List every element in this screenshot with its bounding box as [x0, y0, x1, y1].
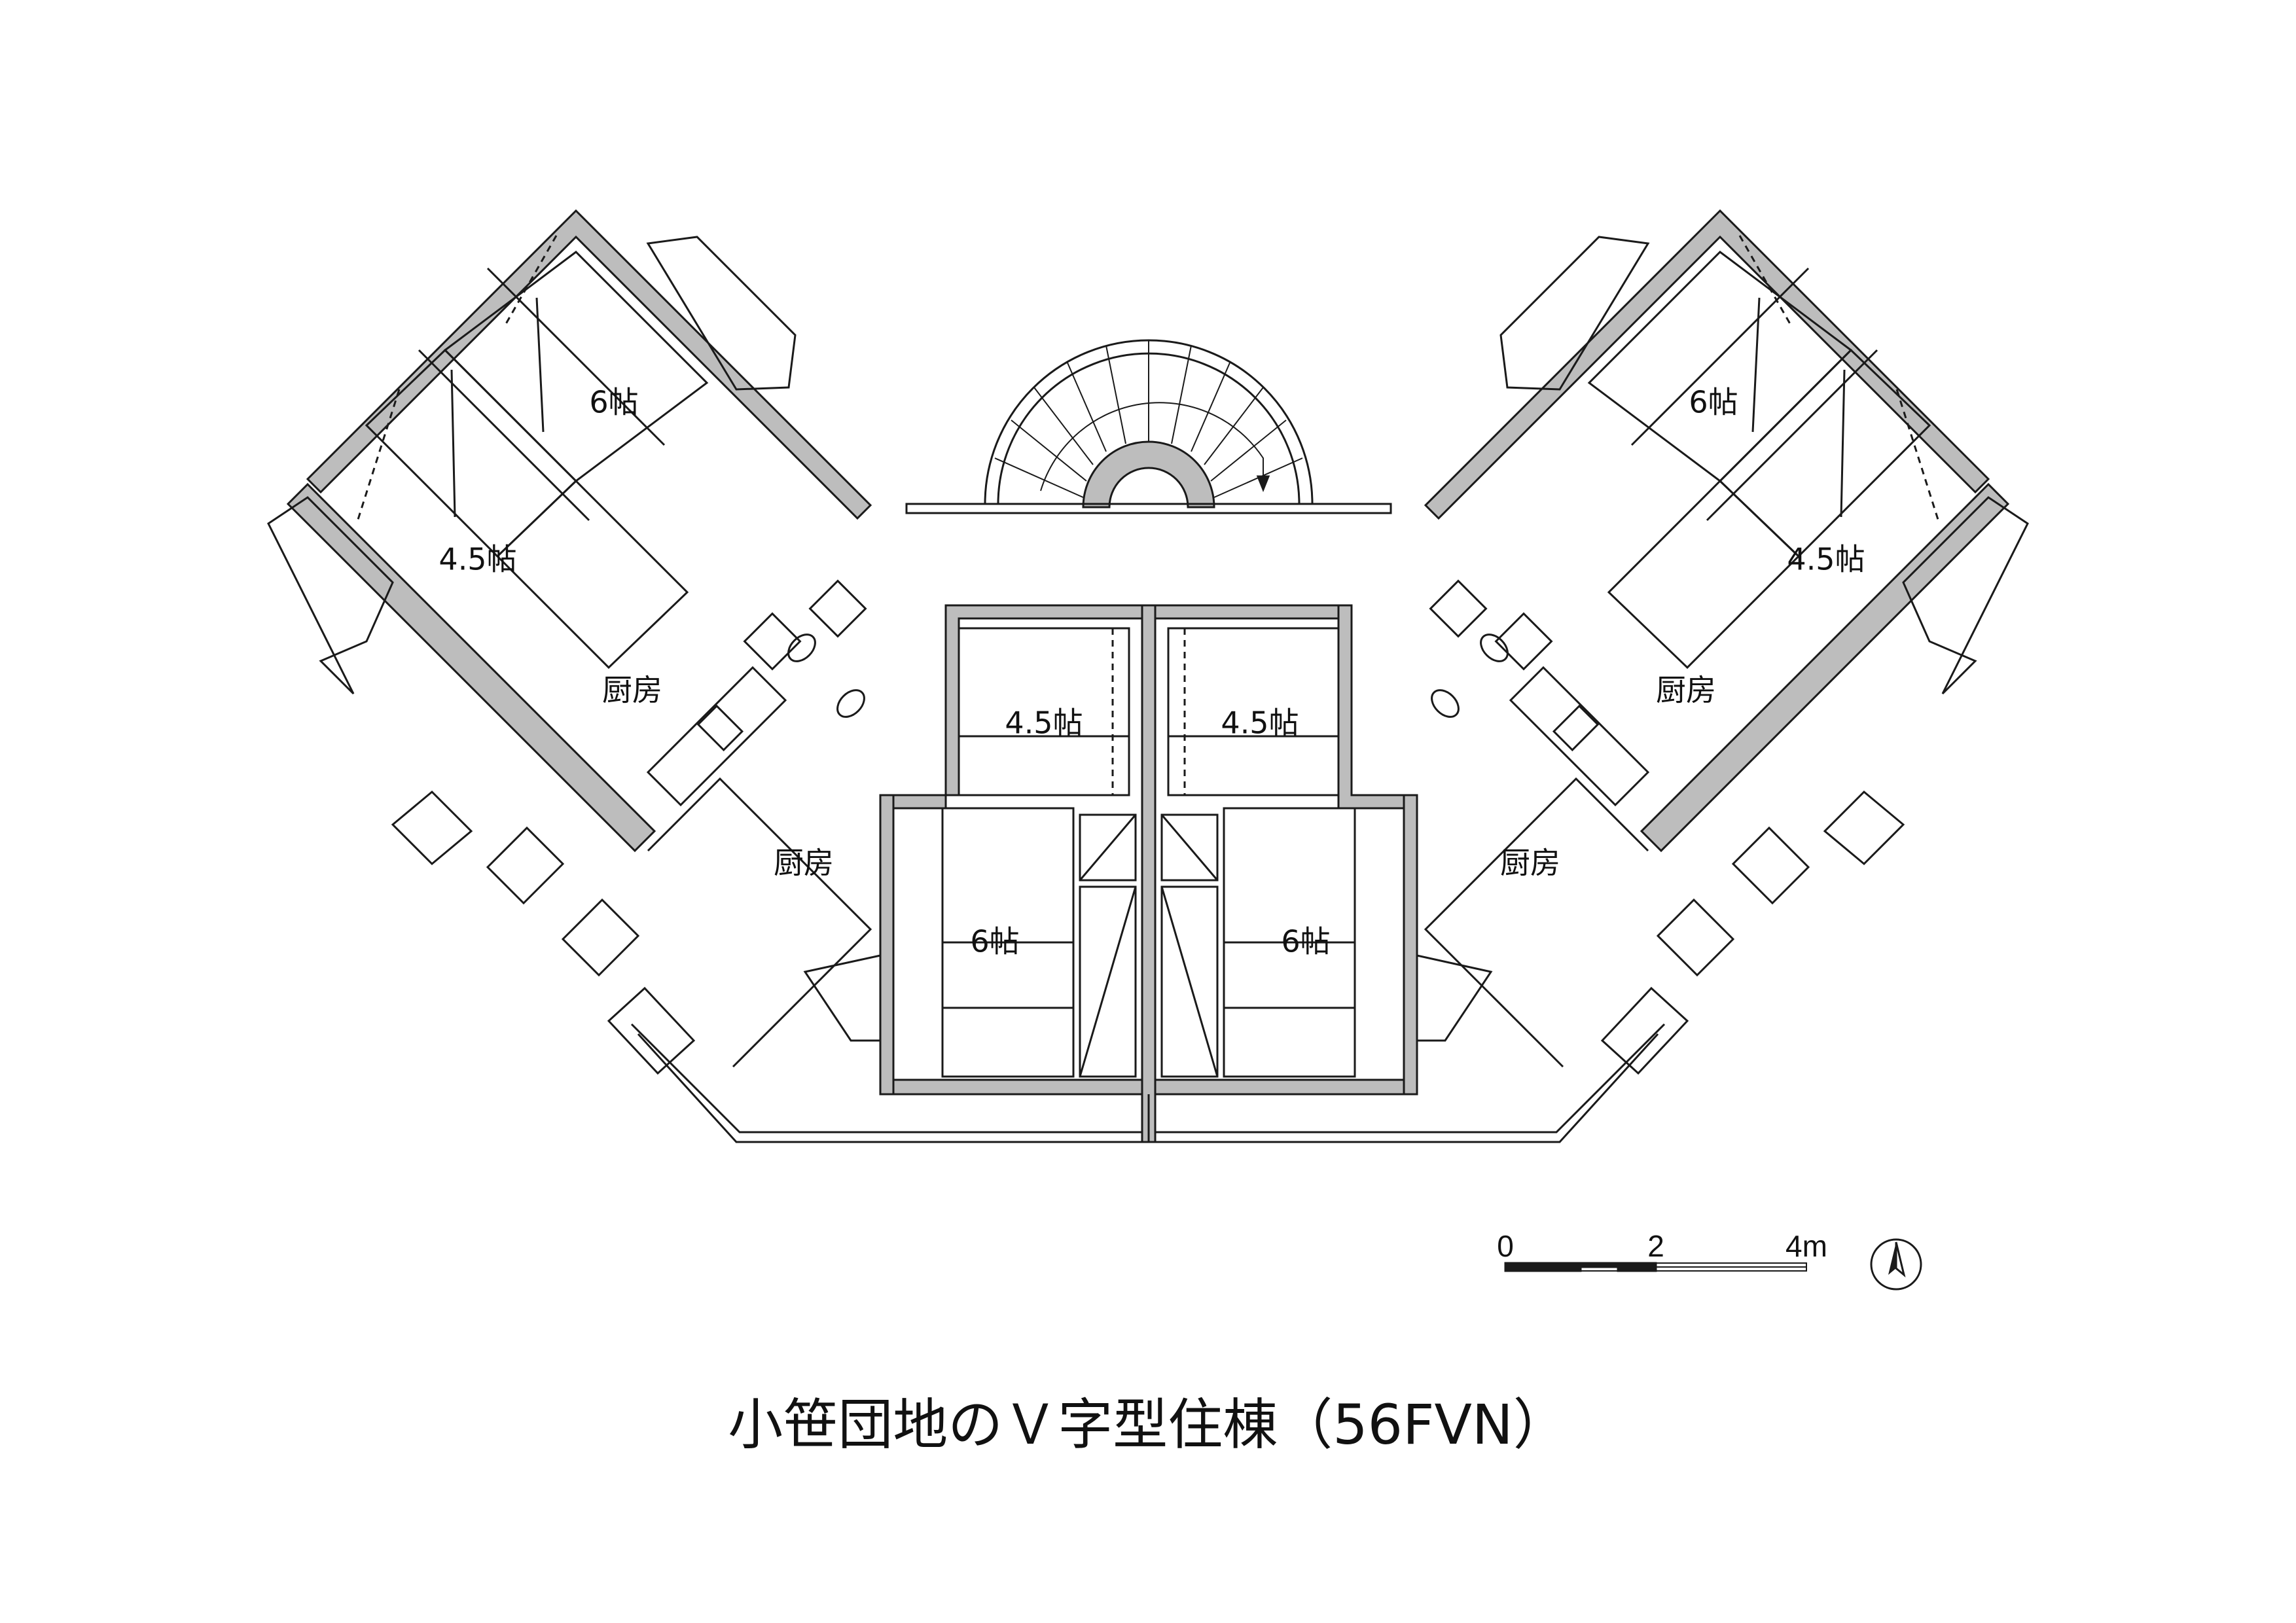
right-wing-shell-back	[1640, 482, 2010, 853]
right-wing	[1154, 209, 2029, 1143]
center-right-side-wall	[1403, 794, 1418, 1096]
left-bath	[391, 790, 696, 1075]
center-left-six-label: 6帖	[970, 924, 1019, 959]
right-bath	[1600, 790, 1905, 1075]
scale-label-4m: 4m	[1785, 1229, 1827, 1263]
left-unit-four-half-label: 4.5帖	[439, 542, 516, 577]
right-unit-six-label: 6帖	[1689, 385, 1738, 420]
center-right-four-half-label: 4.5帖	[1221, 705, 1299, 741]
left-bottom-balcony-inner	[637, 1033, 1142, 1143]
left-rooms	[355, 235, 709, 669]
spiral-stair	[905, 339, 1392, 514]
center-left-four-half-label: 4.5帖	[1005, 705, 1083, 741]
center-bottom-wall-left	[879, 1079, 1143, 1096]
right-inner-kitchen-label: 厨房	[1500, 846, 1560, 881]
right-unit-kitchen-label: 厨房	[1656, 673, 1716, 708]
stair-direction-arrow-icon	[1040, 402, 1264, 491]
stair-arrow-head-icon	[1256, 475, 1270, 493]
stair-core	[1082, 440, 1215, 508]
north-arrow-icon	[1870, 1238, 1922, 1291]
center-right-door	[1416, 954, 1493, 1042]
left-inner-kitchen-label: 厨房	[774, 846, 834, 881]
center-left-door	[803, 954, 882, 1042]
stair-landing	[905, 503, 1392, 514]
right-wing-shell	[1424, 209, 1990, 520]
center-left-four-half-room	[958, 627, 1130, 796]
right-lower-balcony	[1902, 496, 2029, 695]
center-left-side-wall	[879, 794, 895, 1096]
scale-bar	[1504, 1262, 1807, 1272]
left-unit-six-label: 6帖	[589, 385, 638, 420]
left-top-balcony	[646, 236, 797, 391]
right-inner-unit-outline	[1424, 777, 1649, 1068]
right-top-balcony	[1499, 236, 1650, 391]
scale-label-0: 0	[1497, 1229, 1514, 1263]
scale-labels: 0 2 4m	[1497, 1229, 1827, 1263]
center-closets	[1079, 628, 1219, 1078]
left-unit-kitchen-label: 厨房	[602, 673, 662, 708]
right-unit-four-half-label: 4.5帖	[1787, 542, 1865, 577]
left-wing	[267, 209, 1142, 1143]
center-right-four-half-room	[1167, 627, 1340, 796]
right-bottom-balcony-inner	[1154, 1033, 1659, 1143]
right-kitchen-fixtures	[1429, 579, 1650, 807]
center-right-six-label: 6帖	[1281, 924, 1330, 959]
left-wing-shell-back	[286, 482, 656, 853]
right-rooms	[1587, 235, 1941, 669]
room-labels: 6帖 4.5帖 厨房 厨房 4.5帖 4.5帖 6帖 6帖 厨房 6帖 4.5帖…	[439, 385, 1865, 959]
left-lower-balcony	[267, 496, 394, 695]
right-bottom-balcony	[1154, 1023, 1666, 1133]
center-units	[803, 604, 1493, 1143]
center-outer-wall-right	[1337, 604, 1418, 810]
left-inner-unit-outline	[647, 777, 872, 1068]
left-wing-shell	[306, 209, 872, 520]
left-kitchen-fixtures	[646, 579, 867, 807]
drawing-title: 小笹団地のＶ字型住棟（56FVN）	[728, 1393, 1568, 1457]
center-divider-wall	[1141, 604, 1157, 1143]
left-bottom-balcony	[630, 1023, 1142, 1133]
scale-label-2: 2	[1647, 1229, 1664, 1263]
stair-treads	[994, 340, 1303, 498]
center-bottom-wall-right	[1154, 1079, 1418, 1096]
